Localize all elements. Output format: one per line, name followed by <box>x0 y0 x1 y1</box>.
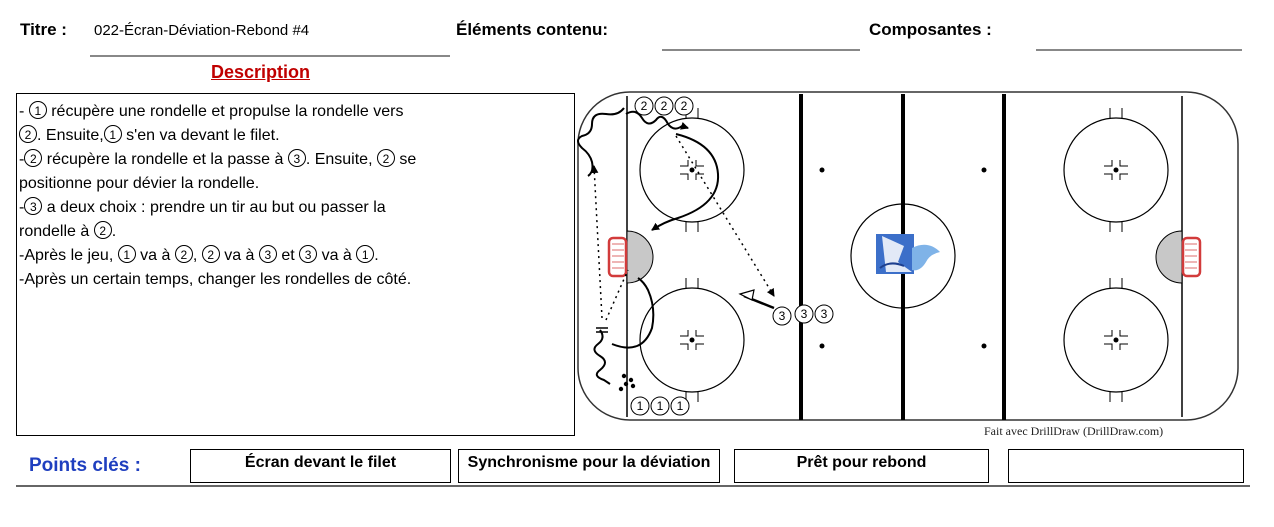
player-number-badge: 2 <box>93 221 112 239</box>
description-text-segment: va à <box>317 247 357 264</box>
player-number-badge: 2 <box>376 149 395 167</box>
description-line: -Après le jeu, 1 va à 2, 2 va à 3 et 3 v… <box>19 244 570 268</box>
hockey-logo-icon <box>876 234 940 274</box>
player-number-badge: 1 <box>28 101 47 119</box>
description-line: rondelle à 2. <box>19 220 570 244</box>
player-right-1: 3 <box>779 309 786 323</box>
player-bottom-2: 1 <box>657 399 664 413</box>
player-number-badge: 3 <box>258 245 277 263</box>
description-text-segment: et <box>276 247 300 264</box>
description-text-segment: . Ensuite, <box>305 151 377 168</box>
key-point-3[interactable]: Prêt pour rebond <box>734 449 989 483</box>
description-text-segment: a deux choix : prendre un tir au but ou … <box>42 199 386 216</box>
description-text-segment: . <box>374 247 379 264</box>
faceoff-circle-top-left <box>639 117 745 223</box>
player-number-badge: 3 <box>299 245 318 263</box>
player-right-2: 3 <box>801 307 808 321</box>
description-text-segment: se <box>394 151 417 168</box>
description-text-segment: - <box>19 199 25 216</box>
description-text: - 1 récupère une rondelle et propulse la… <box>19 100 570 292</box>
player-number-badge: 2 <box>24 149 43 167</box>
title-underline <box>90 55 450 57</box>
player-number-badge: 2 <box>201 245 220 263</box>
description-text-segment: s'en va devant le filet. <box>121 127 280 144</box>
player-number-badge: 2 <box>174 245 193 263</box>
description-text-segment: - <box>19 103 29 120</box>
pass-line-to-3 <box>675 135 775 297</box>
description-heading: Description <box>211 62 311 82</box>
description-line: 2. Ensuite,1 s'en va devant le filet. <box>19 124 570 148</box>
description-text-segment: , <box>192 247 202 264</box>
player-right-3: 3 <box>821 307 828 321</box>
player-bottom-1: 1 <box>637 399 644 413</box>
elements-underline <box>662 49 860 51</box>
description-text-segment: va à <box>219 247 259 264</box>
faceoff-circle-bottom-left <box>639 287 745 393</box>
player-group-right: 3 3 3 <box>772 304 834 326</box>
net-right-icon <box>1181 236 1202 278</box>
rink-diagram: 2 2 2 3 3 3 1 1 1 <box>577 91 1239 421</box>
components-label: Composantes : <box>869 20 992 39</box>
skate-path-wave-top <box>625 110 689 130</box>
description-text-segment: - <box>19 151 25 168</box>
goal-crease-left <box>626 230 654 284</box>
title-label: Titre : <box>20 20 67 39</box>
skate-path-screen <box>611 277 655 349</box>
pass-line-left <box>590 165 603 319</box>
center-circle <box>850 203 956 309</box>
player-number-badge: 3 <box>287 149 306 167</box>
player-number-badge: 1 <box>117 245 136 263</box>
key-point-4[interactable] <box>1008 449 1244 483</box>
skate-path-to-slot <box>651 133 720 231</box>
description-text-segment: rondelle à <box>19 223 94 240</box>
description-text-segment: récupère la rondelle et la passe à <box>42 151 288 168</box>
description-text-segment: positionne pour dévier la rondelle. <box>19 175 260 192</box>
player-top-2: 2 <box>661 99 668 113</box>
player-top-1: 2 <box>641 99 648 113</box>
description-line: -Après un certain temps, changer les ron… <box>19 268 570 292</box>
faceoff-circle-top-right <box>1063 117 1169 223</box>
player-group-bottom: 1 1 1 <box>630 396 690 416</box>
key-point-2[interactable]: Synchronisme pour la déviation <box>458 449 720 483</box>
pucks-icon <box>618 373 636 392</box>
net-left-icon <box>607 236 628 278</box>
player-number-badge: 3 <box>24 197 43 215</box>
player-group-top: 2 2 2 <box>634 96 694 116</box>
components-underline <box>1036 49 1242 51</box>
description-text-segment: récupère une rondelle et propulse la ron… <box>46 103 404 120</box>
player-number-badge: 2 <box>19 125 37 143</box>
footer-rule <box>16 485 1250 487</box>
description-box: - 1 récupère une rondelle et propulse la… <box>16 93 575 436</box>
description-text-segment: . Ensuite, <box>37 127 104 144</box>
description-line: -3 a deux choix : prendre un tir au but … <box>19 196 570 220</box>
description-line: -2 récupère la rondelle et la passe à 3.… <box>19 148 570 172</box>
goal-crease-right <box>1155 230 1183 284</box>
player-number-badge: 1 <box>103 125 122 143</box>
credit-text: Fait avec DrillDraw (DrillDraw.com) <box>984 424 1164 438</box>
description-text-segment: -Après un certain temps, changer les ron… <box>19 271 412 288</box>
title-value[interactable]: 022-Écran-Déviation-Rebond #4 <box>94 22 310 39</box>
key-points-label: Points clés : <box>29 455 141 476</box>
description-text-segment: va à <box>135 247 175 264</box>
faceoff-circle-bottom-right <box>1063 287 1169 393</box>
key-point-1[interactable]: Écran devant le filet <box>190 449 451 483</box>
player-number-badge: 1 <box>356 245 375 263</box>
description-text-segment: . <box>111 223 117 240</box>
skate-path-carry <box>577 107 625 177</box>
player-bottom-3: 1 <box>677 399 684 413</box>
description-line: - 1 récupère une rondelle et propulse la… <box>19 100 570 124</box>
player-top-3: 2 <box>681 99 688 113</box>
elements-label: Éléments contenu: <box>456 20 609 39</box>
description-text-segment: -Après le jeu, <box>19 247 118 264</box>
skate-path-bottom <box>593 329 611 385</box>
description-line: positionne pour dévier la rondelle. <box>19 172 570 196</box>
